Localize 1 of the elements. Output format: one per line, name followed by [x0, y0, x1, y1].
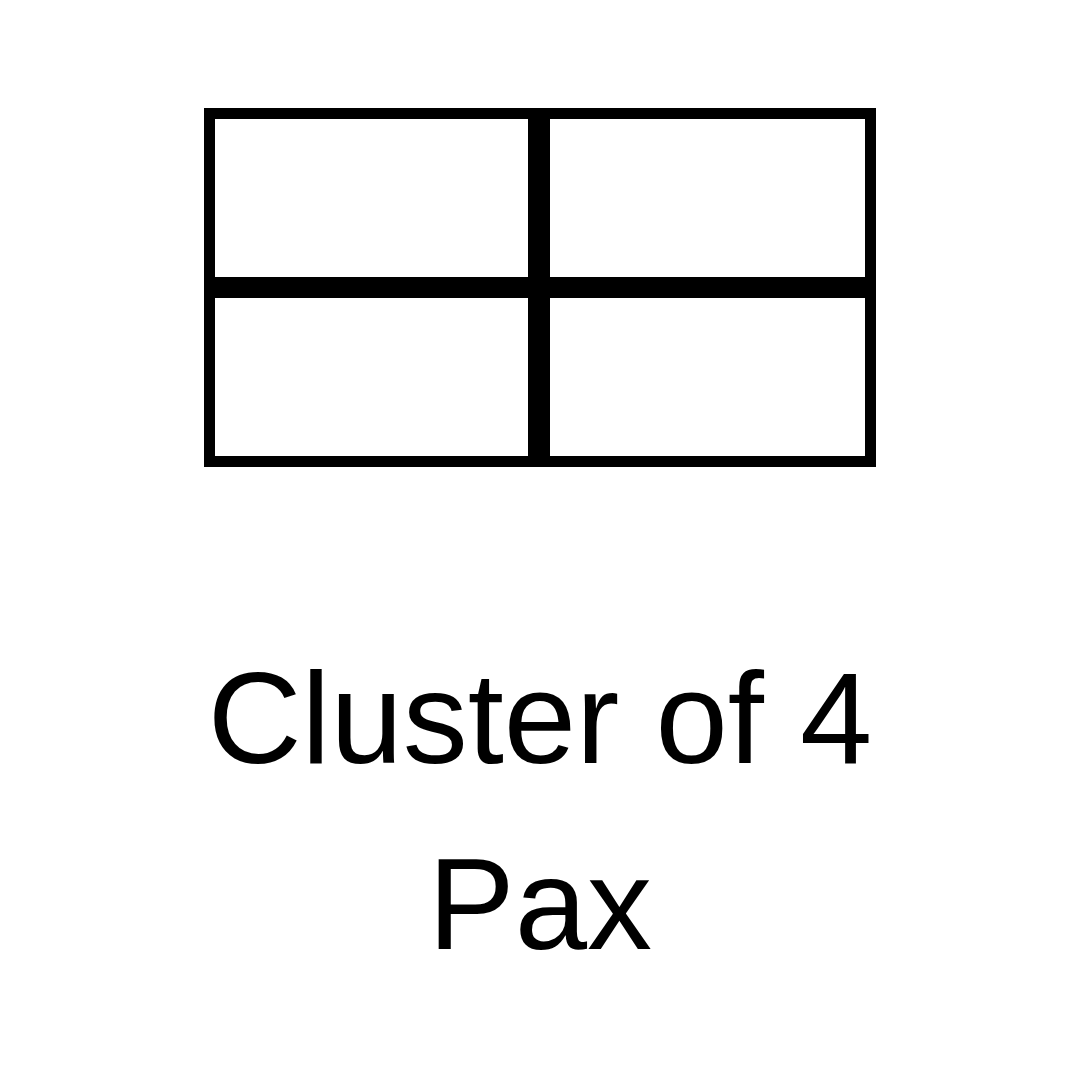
caption: Cluster of 4 Pax — [206, 644, 874, 979]
